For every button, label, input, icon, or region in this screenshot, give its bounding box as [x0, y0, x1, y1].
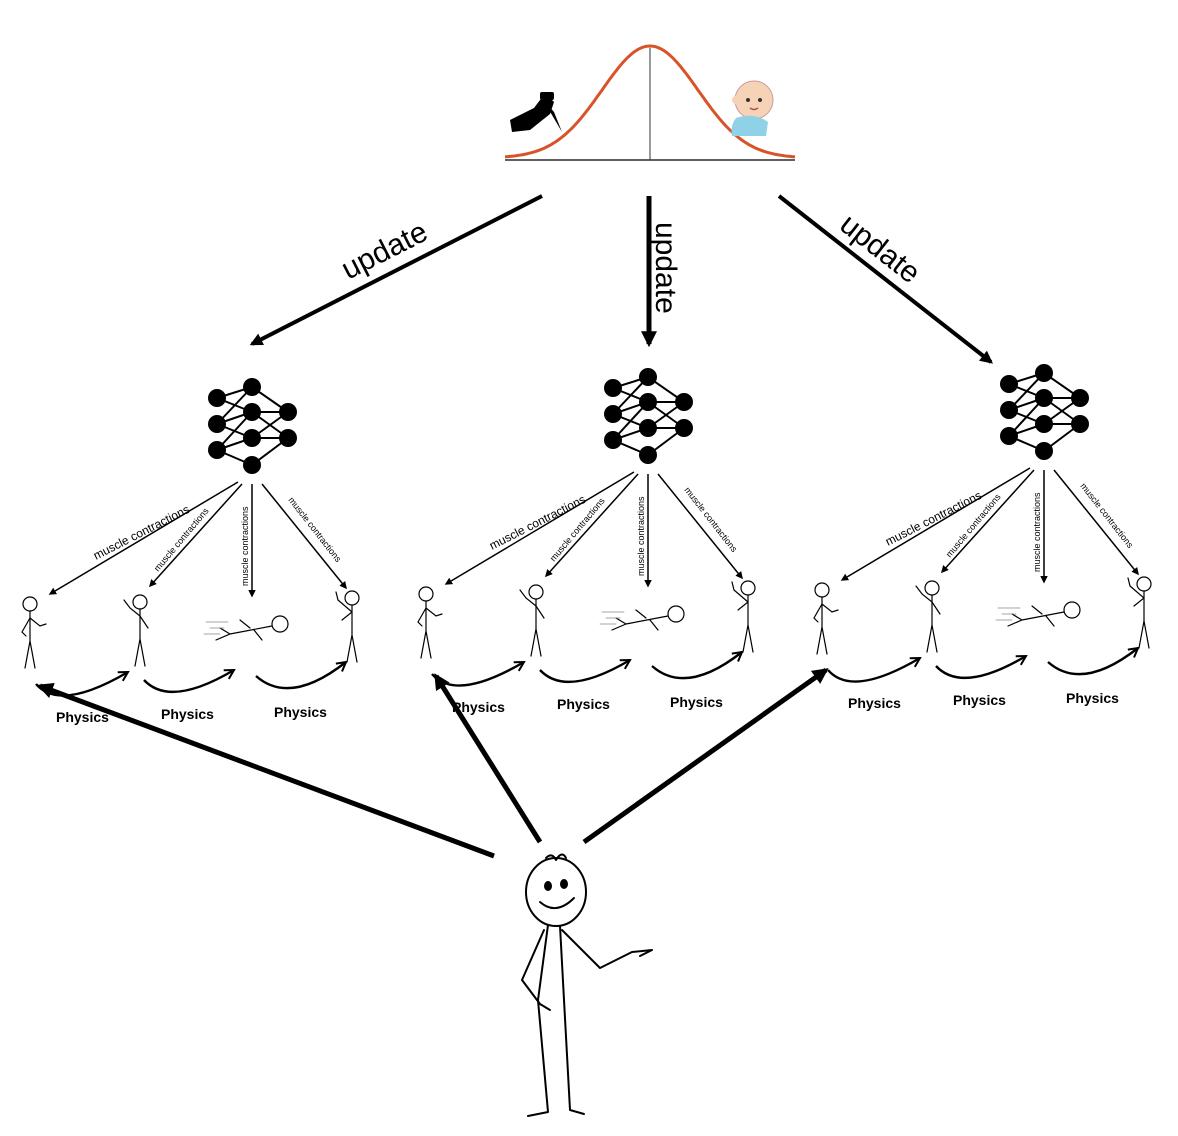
- muscle-contractions-label: muscle contractions: [91, 502, 192, 563]
- physics-label: Physics: [161, 706, 214, 722]
- baby-icon: [731, 80, 774, 136]
- muscle-arrow: [444, 471, 635, 585]
- update-arrow-left: [249, 194, 543, 346]
- update-arrows: update update update: [249, 194, 994, 364]
- physics-label: Physics: [56, 709, 109, 725]
- physics-label: Physics: [557, 696, 610, 712]
- physics-arrow: [539, 660, 630, 684]
- physics-label: Physics: [452, 699, 505, 715]
- stick-figure-cheer: [1127, 576, 1152, 649]
- sample-arrow-left: [37, 682, 495, 859]
- physics-label: Physics: [953, 692, 1006, 708]
- physics-arrow: [651, 652, 742, 680]
- stick-figure-fallen: [599, 605, 685, 631]
- muscle-contractions-label: muscle contractions: [1078, 481, 1135, 550]
- sample-arrow-center: [433, 673, 543, 844]
- person-figure: [521, 853, 653, 1117]
- physics-arrow: [431, 662, 524, 687]
- muscle-arrow: [544, 473, 639, 578]
- physics-arrow: [1047, 648, 1138, 676]
- muscle-contractions-label: muscle contractions: [487, 492, 588, 553]
- sampling-arrows: [37, 667, 829, 859]
- muscle-arrow: [261, 483, 347, 590]
- prior-distribution: [504, 44, 796, 161]
- muscle-arrow: [148, 483, 243, 588]
- physics-label: Physics: [670, 694, 723, 710]
- physics-label: Physics: [848, 695, 901, 711]
- stick-figure-fallen: [203, 615, 289, 641]
- muscle-arrow: [1053, 469, 1139, 576]
- neural-network-icon: [1000, 364, 1089, 460]
- stick-figure-stand: [21, 596, 47, 669]
- update-arrow-right: [777, 194, 994, 364]
- muscle-contractions-label: muscle contractions: [883, 488, 984, 549]
- muscle-contractions-label: muscle contractions: [636, 496, 646, 576]
- neural-network-icon: [208, 378, 297, 474]
- stick-figure-cheer: [335, 590, 360, 663]
- muscle-contractions-label: muscle contractions: [286, 495, 343, 564]
- physics-arrow: [143, 670, 234, 694]
- sample-arrow-right: [582, 667, 829, 845]
- stick-figure-fallen: [995, 601, 1081, 627]
- stick-figure-stand: [417, 586, 443, 659]
- physics-label: Physics: [1066, 690, 1119, 706]
- gaussian-curve: [504, 44, 796, 159]
- stick-figure-cheer: [731, 580, 756, 653]
- muscle-arrow: [840, 467, 1031, 581]
- policy-group-1: muscle contractions muscle contractions mu…: [21, 378, 360, 725]
- stick-figure-wave: [123, 594, 149, 667]
- stick-figure-stand: [813, 582, 839, 655]
- muscle-arrow: [657, 473, 743, 580]
- muscle-arrow: [940, 469, 1035, 574]
- stick-figure-wave: [915, 580, 941, 653]
- muscle-arrow: [48, 481, 239, 595]
- physics-label: Physics: [274, 704, 327, 720]
- muscle-contractions-label: muscle contractions: [240, 506, 250, 586]
- neural-network-icon: [604, 368, 693, 464]
- policy-group-3: muscle contractions muscle contractions mu…: [813, 364, 1152, 711]
- update-label-center: update: [649, 222, 682, 314]
- physics-arrow: [935, 656, 1026, 680]
- muscle-contractions-label: muscle contractions: [1032, 492, 1042, 572]
- muscle-contractions-label: muscle contractions: [682, 485, 739, 554]
- policy-group-2: muscle contractions muscle contractions mu…: [417, 368, 756, 715]
- stick-figure-wave: [519, 584, 545, 657]
- knife-icon: [510, 92, 562, 132]
- physics-arrow: [827, 658, 920, 683]
- physics-arrow: [255, 662, 346, 690]
